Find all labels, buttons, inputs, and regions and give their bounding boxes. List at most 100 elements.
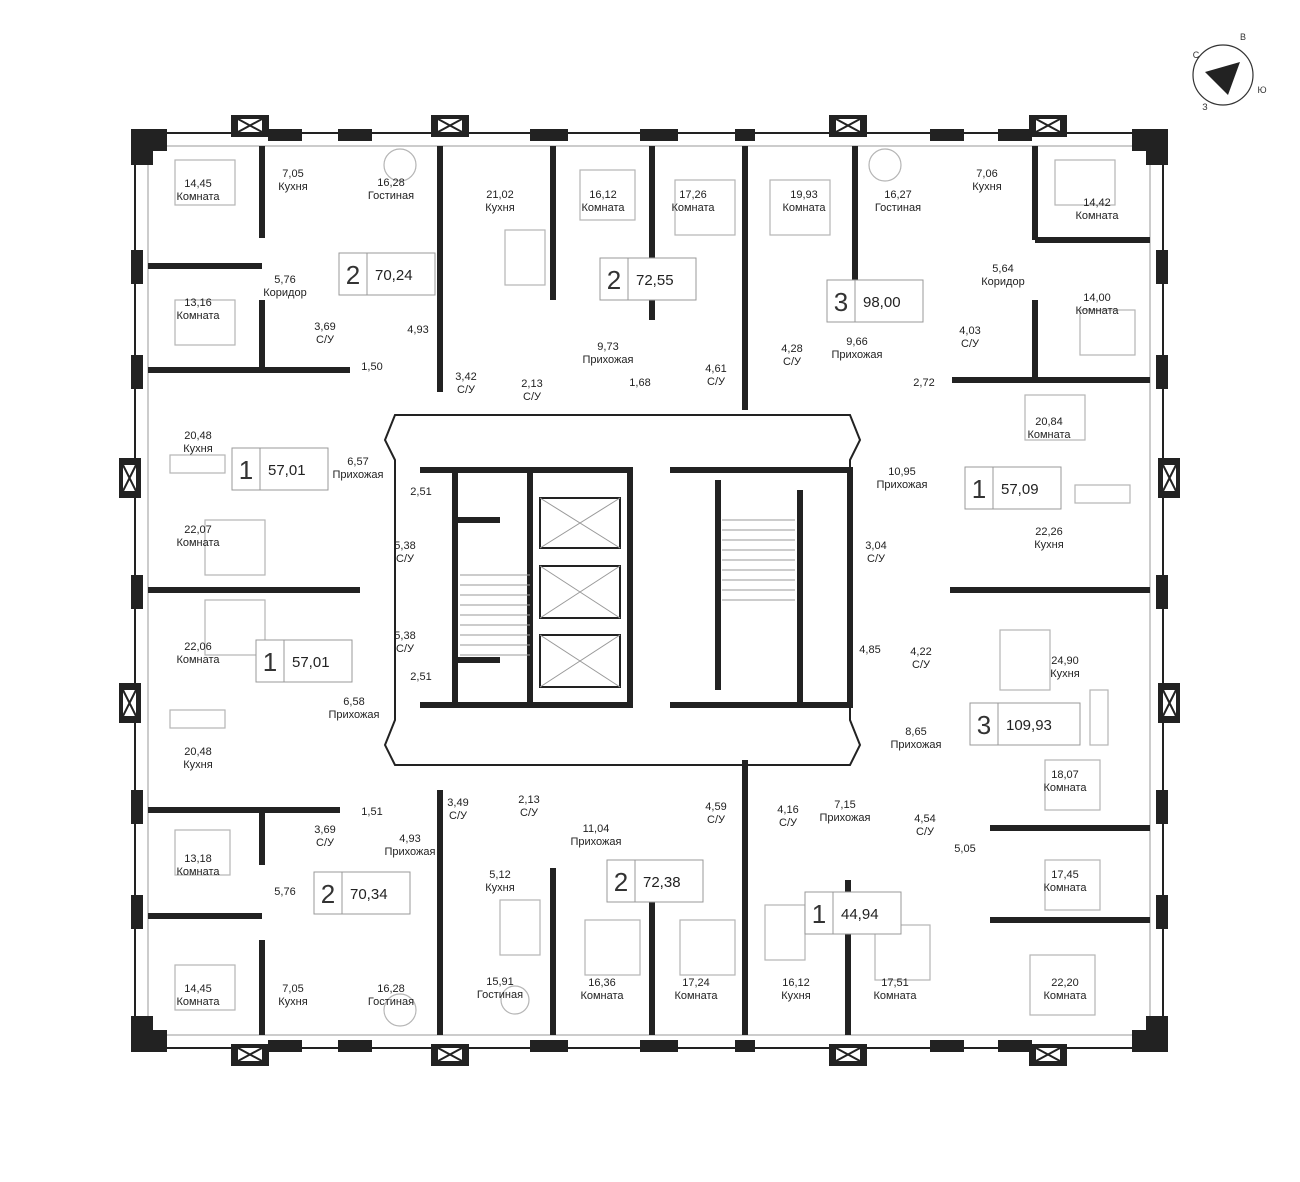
room-name: С/У [867, 553, 886, 565]
room-label: 1,51 [361, 806, 382, 818]
unit-badge-box [606, 859, 704, 903]
unit-room-count: 1 [972, 474, 986, 504]
room-name: Комната [1075, 305, 1119, 317]
room-name: Комната [873, 990, 917, 1002]
room-area: 5,64 [992, 263, 1013, 275]
room-label: 3,69С/У [314, 824, 335, 849]
room-area: 3,49 [447, 797, 468, 809]
room-area: 5,38 [394, 630, 415, 642]
room-name: С/У [916, 826, 935, 838]
room-label: 3,04С/У [865, 540, 886, 565]
room-area: 2,13 [518, 794, 539, 806]
room-area: 18,07 [1051, 769, 1079, 781]
room-name: С/У [912, 659, 931, 671]
room-name: С/У [520, 807, 539, 819]
unit-room-count: 2 [346, 260, 360, 290]
room-area: 4,59 [705, 801, 726, 813]
room-name: Кухня [1050, 668, 1079, 680]
room-name: С/У [523, 391, 542, 403]
room-name: Комната [176, 537, 220, 549]
room-area: 4,54 [914, 813, 935, 825]
unit-total-area: 57,09 [1001, 481, 1039, 498]
room-name: Кухня [183, 443, 212, 455]
room-name: Комната [580, 990, 624, 1002]
room-name: С/У [396, 643, 415, 655]
room-area: 8,65 [905, 726, 926, 738]
room-name: Комната [674, 990, 718, 1002]
room-area: 14,42 [1083, 197, 1111, 209]
unit-badge-box [826, 279, 924, 323]
unit-room-count: 2 [607, 265, 621, 295]
unit-total-area: 70,34 [350, 886, 388, 903]
room-name: Кухня [1034, 539, 1063, 551]
room-area: 6,57 [347, 456, 368, 468]
room-name: Комната [1043, 782, 1087, 794]
room-label: 4,93 [407, 324, 428, 336]
room-label: 1,68 [629, 377, 650, 389]
unit-room-count: 1 [263, 647, 277, 677]
room-name: Прихожая [329, 709, 380, 721]
unit-total-area: 72,38 [643, 874, 681, 891]
room-area: 4,22 [910, 646, 931, 658]
room-area: 17,26 [679, 189, 707, 201]
room-label: 5,76 [274, 886, 295, 898]
unit-total-area: 57,01 [292, 654, 330, 671]
room-area: 3,69 [314, 321, 335, 333]
unit-badge-box [969, 702, 1081, 746]
room-label: 2,13С/У [521, 378, 542, 403]
room-area: 4,93 [407, 324, 428, 336]
room-area: 3,04 [865, 540, 886, 552]
compass-east: В [1240, 32, 1246, 42]
room-area: 19,93 [790, 189, 818, 201]
room-area: 20,48 [184, 746, 212, 758]
room-area: 4,85 [859, 644, 880, 656]
room-area: 21,02 [486, 189, 514, 201]
room-name: Комната [176, 191, 220, 203]
room-name: Прихожая [571, 836, 622, 848]
room-name: С/У [961, 338, 980, 350]
furniture [169, 148, 1136, 1027]
unit-room-count: 1 [812, 899, 826, 929]
shaft-icons [119, 115, 1180, 1066]
corridor-outline [383, 414, 862, 766]
room-label: 2,51 [410, 486, 431, 498]
room-area: 20,84 [1035, 416, 1063, 428]
room-name: Кухня [278, 181, 307, 193]
room-name: Гостиная [875, 202, 921, 214]
room-name: Комната [176, 996, 220, 1008]
room-area: 5,05 [954, 843, 975, 855]
room-name: С/У [707, 376, 726, 388]
room-name: С/У [396, 553, 415, 565]
room-area: 22,20 [1051, 977, 1079, 989]
room-area: 4,16 [777, 804, 798, 816]
room-label: 4,16С/У [777, 804, 798, 829]
room-name: Гостиная [368, 190, 414, 202]
room-name: С/У [783, 356, 802, 368]
room-label: 4,85 [859, 644, 880, 656]
room-name: Кухня [485, 882, 514, 894]
room-name: Прихожая [583, 354, 634, 366]
room-label: 1,50 [361, 361, 382, 373]
room-area: 13,18 [184, 853, 212, 865]
unit-total-area: 72,55 [636, 272, 674, 289]
